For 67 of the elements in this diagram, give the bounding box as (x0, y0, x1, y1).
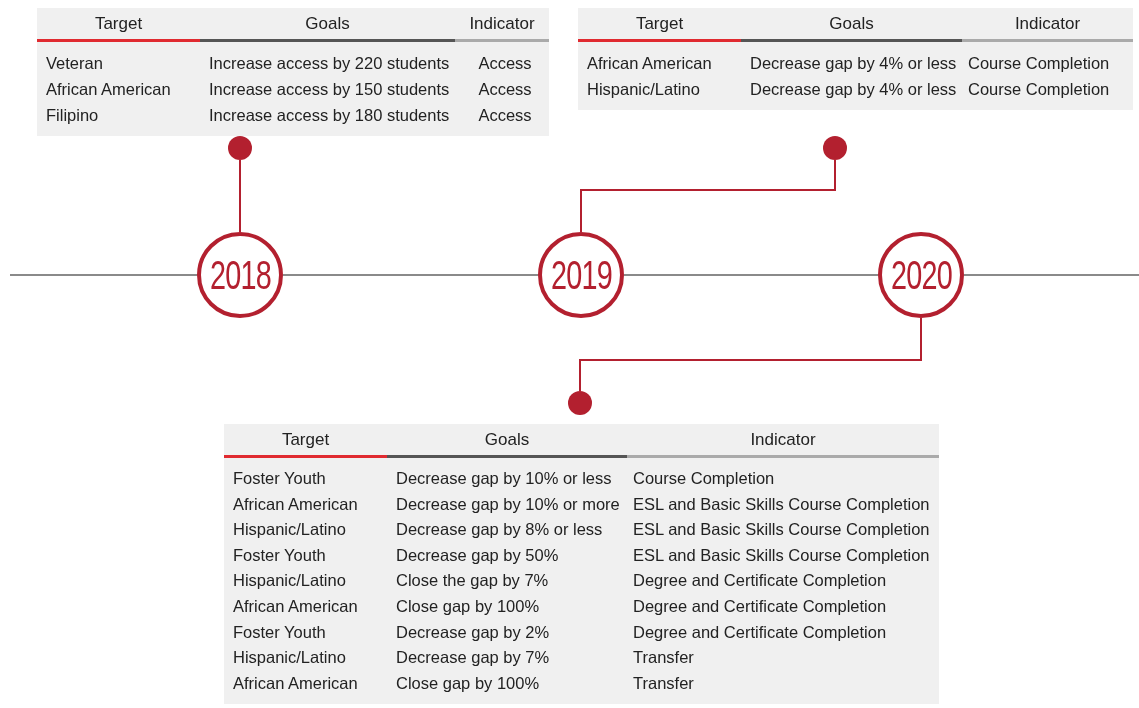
column-header: Goals (200, 8, 455, 42)
table-cell-text: Foster Youth (232, 544, 327, 566)
table-cell-text: Hispanic/Latino (232, 647, 347, 669)
table-cell-text: African American (45, 79, 172, 100)
connector-line (239, 159, 241, 233)
year-label: 2020 (890, 255, 952, 295)
table-cell-text: Foster Youth (232, 468, 327, 489)
table-cell-text: African American (586, 53, 713, 74)
table-cell-text: Decrease gap by 50% (395, 544, 560, 566)
table-cell-text: Access (477, 105, 533, 126)
table-panel (224, 424, 939, 705)
table-cell-text: Hispanic/Latino (232, 570, 347, 592)
table-cell-text: Increase access by 150 students (208, 79, 451, 100)
table-cell-text: Decrease gap by 10% or more (395, 493, 621, 515)
table-cell-text: African American (232, 493, 359, 515)
year-label: 2018 (209, 255, 271, 295)
table-cell-text: Decrease gap by 7% (395, 647, 551, 669)
timeline-line (282, 274, 539, 276)
table-cell-text: ESL and Basic Skills Course Completion (632, 493, 931, 515)
table-cell-text: African American (232, 672, 359, 694)
connector-line (579, 317, 922, 392)
table-cell-text: Transfer (632, 672, 695, 694)
table-cell-text: Hispanic/Latino (232, 519, 347, 541)
table-cell-text: Close gap by 100% (395, 672, 541, 694)
table-cell-text: Access (477, 53, 533, 74)
column-header: Target (37, 8, 200, 42)
column-header: Target (578, 8, 741, 42)
column-header: Target (224, 424, 387, 458)
timeline-line (963, 274, 1139, 276)
table-cell-text: Decrease gap by 8% or less (395, 519, 604, 541)
table-panel (37, 8, 549, 136)
connector-line (580, 159, 836, 233)
table-cell-text: Increase access by 220 students (208, 53, 451, 74)
column-header: Goals (741, 8, 962, 42)
column-header: Indicator (455, 8, 549, 42)
table-cell-text: Course Completion (632, 468, 776, 489)
marker-dot (823, 136, 847, 160)
table-cell-text: Veteran (45, 53, 104, 74)
table-cell-text: Decrease gap by 4% or less (749, 53, 958, 74)
table-cell-text: Degree and Certificate Completion (632, 595, 888, 617)
table-cell-text: Course Completion (967, 79, 1111, 100)
table-cell-text: Filipino (45, 105, 100, 126)
marker-dot (568, 391, 592, 415)
table-cell-text: ESL and Basic Skills Course Completion (632, 519, 931, 541)
table-cell-text: Decrease gap by 4% or less (749, 79, 958, 100)
table-cell-text: ESL and Basic Skills Course Completion (632, 544, 931, 566)
column-header: Indicator (627, 424, 939, 458)
table-cell-text: Increase access by 180 students (208, 105, 451, 126)
timeline-line (623, 274, 879, 276)
table-cell-text: Access (477, 79, 533, 100)
table-panel (578, 8, 1133, 110)
table-cell-text: Transfer (632, 647, 695, 669)
table-cell-text: Degree and Certificate Completion (632, 570, 888, 592)
table-cell-text: Hispanic/Latino (586, 79, 701, 100)
column-header: Indicator (962, 8, 1133, 42)
marker-dot (228, 136, 252, 160)
table-cell-text: African American (232, 595, 359, 617)
year-label: 2019 (550, 255, 612, 295)
column-header: Goals (387, 424, 627, 458)
table-cell-text: Foster Youth (232, 621, 327, 643)
table-cell-text: Decrease gap by 10% or less (395, 468, 613, 489)
table-cell-text: Degree and Certificate Completion (632, 621, 888, 643)
table-cell-text: Close the gap by 7% (395, 570, 550, 592)
table-cell-text: Course Completion (967, 53, 1111, 74)
table-cell-text: Decrease gap by 2% (395, 621, 551, 643)
table-cell-text: Close gap by 100% (395, 595, 541, 617)
timeline-line (9, 274, 198, 276)
